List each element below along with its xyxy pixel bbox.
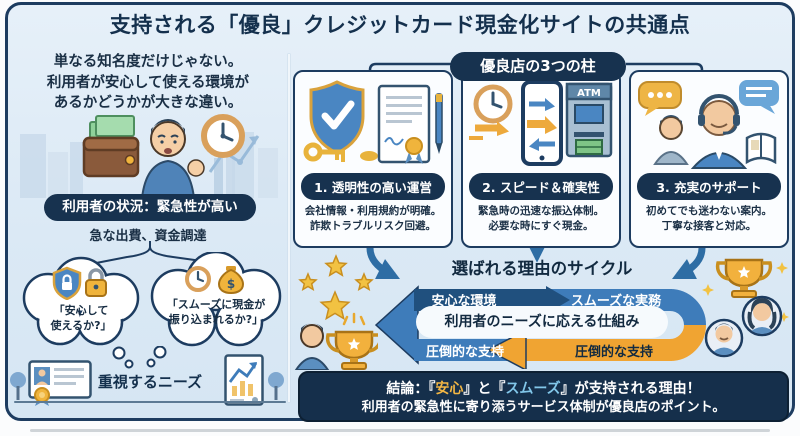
- trophy-icon: [325, 312, 378, 370]
- cycle-label-bottom-right: 圧倒的な支持: [574, 345, 653, 360]
- status-subtext: 急な出費、資金調達: [89, 229, 207, 244]
- needs-label: 重視するニーズ: [97, 373, 203, 391]
- cloud-shape: [22, 256, 140, 346]
- page-title: 支持される「優良」クレジットカード現金化サイトの共通点: [109, 13, 691, 37]
- conclusion-line2: 利用者の緊急性に寄り添うサービス体制が優良店のポイント。: [361, 400, 726, 416]
- cycle-top-blue-band: [548, 289, 672, 311]
- card-transparency: 1. 透明性の高い運営 会社情報・利用規約が明確。 詐欺トラブルリスク回避。: [293, 70, 453, 248]
- wallet-icon: [82, 115, 140, 178]
- sparkle-icon: [702, 262, 789, 322]
- thought-bubble-safety: 「安心して 使えるか?」: [20, 256, 142, 358]
- conclusion-line1: 結論：『安心』と『スムーズ』が支持される理由！: [386, 381, 701, 397]
- intro-line-2: 利用者が安心して使える環境が: [46, 74, 250, 91]
- phone-transfer-icon: [521, 80, 563, 166]
- svg-text:ATM: ATM: [577, 88, 601, 99]
- thought-bubble-speed: $ 「スムーズに現金が 振り込まれるか?」: [146, 250, 286, 358]
- transparency-illustration: [303, 80, 443, 164]
- cycle-right-curve-bottom: [669, 324, 706, 361]
- pen-icon: [435, 93, 443, 154]
- cycle-bottom-orange-band: [524, 339, 672, 361]
- bubble-connector-lines: [90, 241, 210, 265]
- cycle-label-top-right: スムーズな実務: [570, 294, 662, 309]
- card3-title: 3. 充実のサポート: [637, 173, 781, 200]
- tree-icon: [10, 372, 26, 400]
- money-bag-icon: $: [217, 266, 245, 295]
- worried-man-illustration: [140, 119, 205, 198]
- bubble1-line2: 使えるか?」: [50, 318, 112, 332]
- card1-line2: 詐欺トラブルリスク回避。: [310, 219, 436, 232]
- star-icon: [298, 254, 374, 321]
- bubble1-line1: 「安心して: [53, 304, 109, 317]
- card2-body: 緊急時の迅速な振込体制。 必要な時にすぐ現金。: [467, 204, 615, 233]
- cycle-right-curve-top: [669, 289, 706, 326]
- card3-body: 初めてでも迷わない案内。 丁寧な接客と対応。: [635, 204, 783, 233]
- card3-line1: 初めてでも迷わない案内。: [646, 205, 772, 217]
- fast-clock-icon: [469, 84, 513, 140]
- intro-line-1: 単なる知名度だけじゃない。: [53, 54, 243, 70]
- cycle-label-top-left: 安心な環境: [431, 294, 497, 309]
- customer-icon: [653, 115, 689, 165]
- cycle-top-dark-band: [414, 289, 548, 311]
- intro-text: 単なる知名度だけじゃない。 利用者が安心して使える環境が あるかどうかが大きな違…: [16, 52, 280, 114]
- support-illustration: [638, 80, 779, 169]
- shield-check-icon: [309, 80, 365, 155]
- card1-title: 1. 透明性の高い運営: [301, 173, 445, 200]
- card-speed: ATM 2. スピード＆確実性 緊急時の迅速な振込体制。 必要な時にすぐ現金。: [461, 70, 621, 248]
- padlock-icon: [85, 268, 107, 297]
- conclusion-bar: 結論：『安心』と『スムーズ』が支持される理由！ 利用者の緊急性に寄り添うサービス…: [298, 371, 789, 422]
- shield-lock-icon: [52, 266, 107, 301]
- support-agent-icon: [690, 94, 748, 169]
- bubble2-line2: 振り込まれるか?」: [168, 312, 264, 326]
- avatar-man-icon: [704, 318, 744, 358]
- ground-line: [14, 401, 286, 403]
- clock-icon: [201, 114, 245, 158]
- worried-user-scene: [20, 114, 278, 198]
- card-support: 3. 充実のサポート 初めてでも迷わない案内。 丁寧な接客と対応。: [629, 70, 789, 248]
- cycle-title: 選ばれる理由のサイクル: [451, 259, 633, 278]
- card-to-cycle-arrows: [366, 248, 706, 280]
- pillars-badge: 優良店の3つの柱: [450, 52, 626, 81]
- pillars-bracket-lines: [363, 62, 709, 84]
- highlight-smooth: スムーズ: [505, 381, 561, 397]
- card1-line1: 会社情報・利用規約が明確。: [304, 205, 442, 217]
- card2-title: 2. スピード＆確実性: [469, 173, 613, 200]
- cycle-center-label: 利用者のニーズに応える仕組み: [416, 306, 668, 338]
- stars-trophy-decoration: [294, 254, 378, 370]
- cycle-orange-arrow: [486, 328, 527, 369]
- reply-bubble-icon: [739, 80, 779, 114]
- status-badge: 利用者の状況：緊急性が高い: [44, 194, 256, 221]
- chart-doc-icon: [224, 354, 264, 406]
- bubble2-line1: 「スムーズに現金が: [166, 298, 266, 311]
- card3-line2: 丁寧な接客と対応。: [661, 219, 757, 232]
- thought-bubble-tails: [112, 346, 167, 369]
- contract-document-icon: [377, 84, 431, 164]
- speed-illustration: ATM: [469, 80, 613, 166]
- svg-text:$: $: [227, 277, 235, 291]
- avatar-woman-icon: [741, 295, 783, 337]
- frame-shadow: [30, 429, 770, 432]
- clock-money-icons: $: [185, 266, 245, 295]
- cycle-ring: [374, 285, 706, 369]
- card1-body: 会社情報・利用規約が明確。 詐欺トラブルリスク回避。: [299, 204, 447, 233]
- key-icon: [303, 142, 345, 162]
- atm-icon: ATM: [565, 82, 613, 158]
- panel-divider: [288, 54, 290, 402]
- chat-bubble-icon: [638, 81, 682, 116]
- tree-icon: [268, 372, 284, 400]
- clock-small-icon: [185, 266, 211, 292]
- card2-line1: 緊急時の迅速な振込体制。: [478, 205, 604, 217]
- fan-person-icon: [294, 323, 330, 370]
- certificate-icon: [28, 360, 92, 406]
- trophy-avatars-decoration: [702, 258, 789, 358]
- card2-line2: 必要な時にすぐ現金。: [488, 219, 594, 232]
- open-book-icon: [745, 132, 777, 165]
- intro-line-3: あるかどうかが大きな違い。: [53, 95, 243, 112]
- coin-icon: [360, 151, 378, 161]
- pillar-cards: 1. 透明性の高い運営 会社情報・利用規約が明確。 詐欺トラブルリスク回避。: [293, 70, 789, 248]
- highlight-anshin: 安心: [435, 381, 464, 397]
- trophy-icon: [715, 258, 773, 298]
- cycle-label-bottom-left: 圧倒的な支持: [425, 345, 504, 360]
